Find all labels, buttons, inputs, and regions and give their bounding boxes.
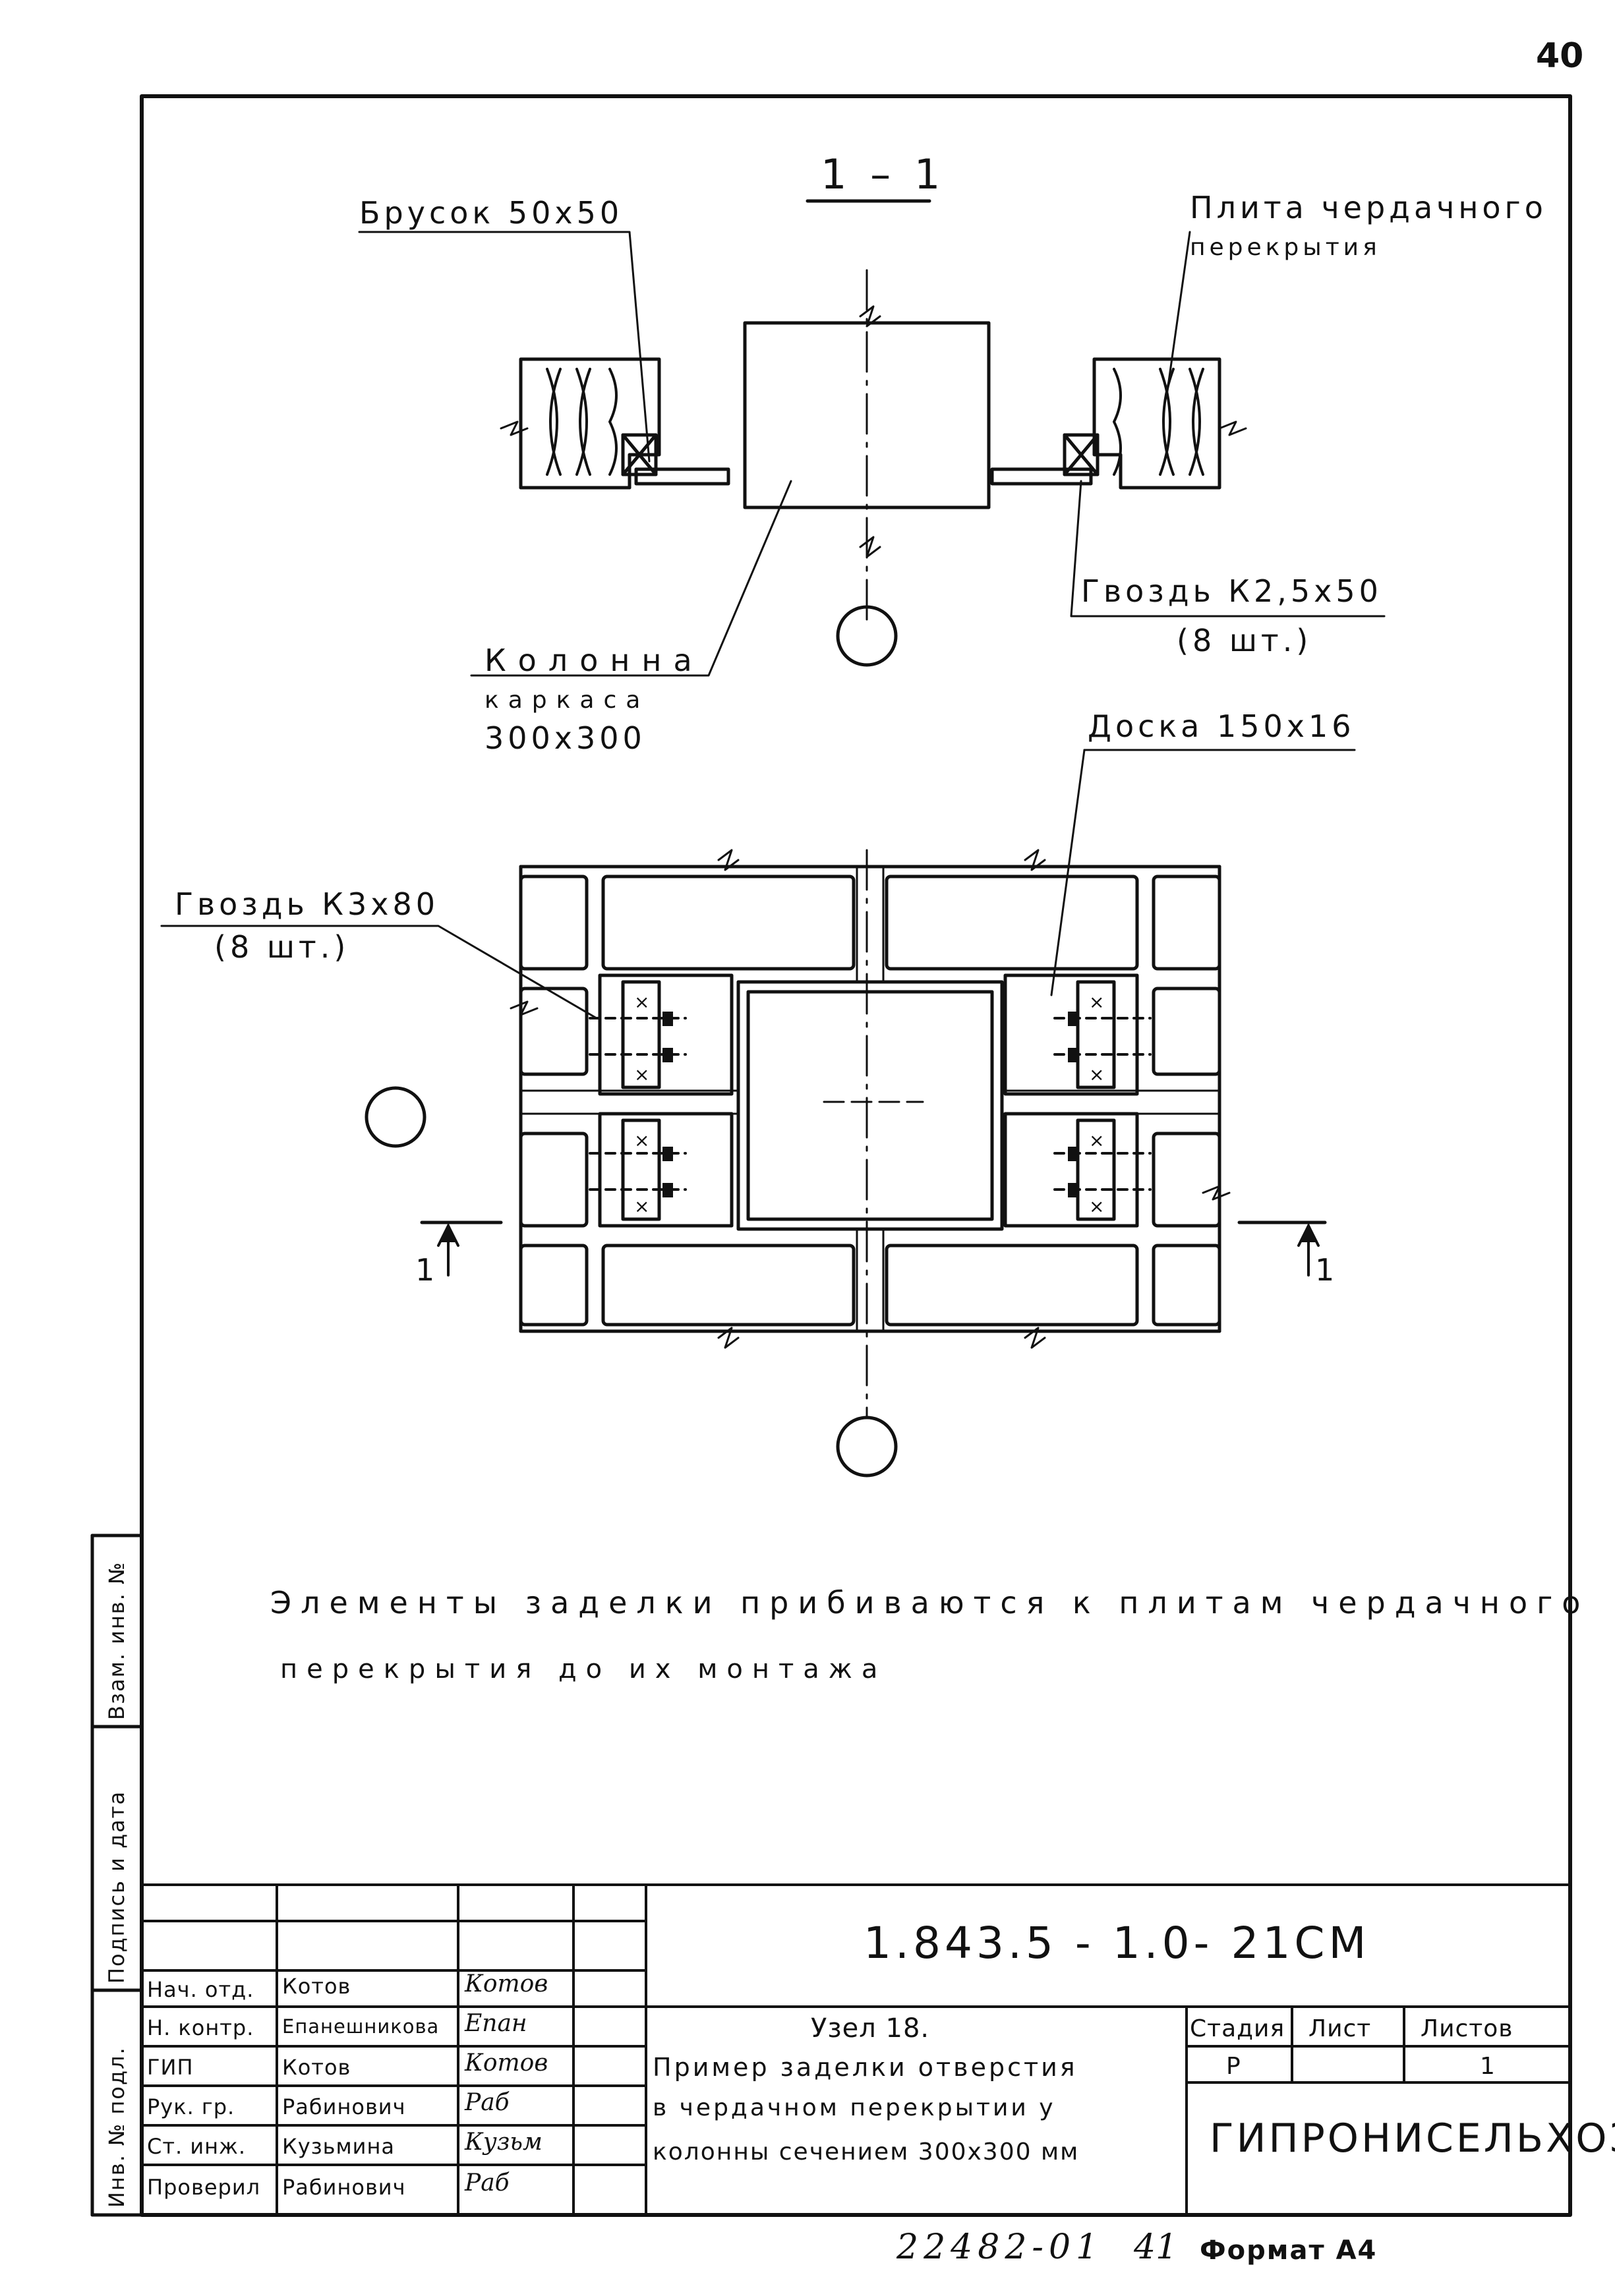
label-doska: Доска 150х16 — [1088, 708, 1355, 744]
archive-number: 22482-01 — [896, 2227, 1103, 2267]
nail-heads — [662, 1012, 1078, 1197]
side-stamp-podpis-data: Подпись и дата — [104, 1790, 129, 1984]
role-2: Н. контр. — [147, 2015, 254, 2040]
label-kolonna-line3: 300х300 — [484, 720, 646, 756]
sheets-header: Листов — [1421, 2015, 1513, 2042]
svg-text:×: × — [1089, 991, 1104, 1013]
signature-1: Котов — [465, 1970, 548, 1997]
side-stamp-vzam-inv: Взам. инв. № — [104, 1561, 129, 1720]
name-1: Котов — [282, 1974, 351, 1999]
signature-5: Кузьм — [465, 2129, 543, 2156]
svg-text:×: × — [634, 1130, 649, 1151]
label-kolonna-line1: Колонна — [484, 643, 704, 678]
drawing-frame — [140, 94, 1572, 2217]
doc-code: 1.843.5 - 1.0- 21СМ — [864, 1918, 1370, 1968]
nail-marks: × × × × × × × × — [634, 991, 1104, 1217]
plan-view — [160, 749, 1327, 1478]
role-5: Ст. инж. — [147, 2134, 247, 2159]
name-5: Кузьмина — [282, 2134, 395, 2159]
title-line4: колонны сечением 300х300 мм — [653, 2138, 1080, 2166]
opening — [736, 980, 1004, 1231]
sheet-mark: 41 — [1134, 2227, 1178, 2267]
axis-marker-left — [365, 1086, 426, 1148]
signature-3: Котов — [465, 2050, 548, 2077]
svg-text:×: × — [634, 1195, 649, 1217]
side-stamp-inv-podl: Инв. № подл. — [104, 2046, 129, 2208]
name-3: Котов — [282, 2055, 351, 2080]
label-plita-line2: перекрытия — [1190, 234, 1381, 261]
name-2: Епанешникова — [282, 2015, 440, 2038]
title-line2: Пример заделки отверстия — [653, 2053, 1078, 2082]
label-gvozd-plan: Гвоздь К3х80 — [175, 886, 439, 922]
sheet-header: Лист — [1308, 2015, 1372, 2042]
sheets-value: 1 — [1480, 2053, 1496, 2080]
stage-value: Р — [1226, 2053, 1241, 2080]
section-arrow-right — [1300, 1222, 1317, 1242]
section-label-right: 1 — [1315, 1252, 1339, 1288]
label-gvozd-top-qty: (8 шт.) — [1177, 623, 1312, 658]
label-gvozd-plan-qty: (8 шт.) — [214, 929, 350, 965]
note-line2: перекрытия до их монтажа — [280, 1654, 887, 1684]
side-stamp-frame — [90, 1534, 144, 2217]
page-number: 40 — [1536, 36, 1584, 76]
signature-4: Раб — [465, 2089, 510, 2116]
svg-text:×: × — [1089, 1195, 1104, 1217]
organization: ГИПРОНИСЕЛЬХОЗ — [1210, 2115, 1615, 2162]
signature-6: Раб — [465, 2169, 510, 2196]
role-6: Проверил — [147, 2175, 261, 2200]
signature-2: Епан — [465, 2010, 527, 2037]
label-kolonna-line2: каркаса — [484, 687, 650, 714]
title-line3: в чердачном перекрытии у — [653, 2094, 1056, 2121]
role-1: Нач. отд. — [147, 1977, 254, 2002]
stage-header: Стадия — [1190, 2015, 1285, 2042]
section-view — [358, 199, 1386, 751]
svg-text:×: × — [1089, 1130, 1104, 1151]
name-4: Рабинович — [282, 2094, 406, 2119]
section-arrow-left — [440, 1222, 457, 1242]
column-plan — [746, 990, 994, 1221]
svg-text:×: × — [634, 1064, 649, 1085]
name-6: Рабинович — [282, 2175, 406, 2200]
note-line1: Элементы заделки прибиваются к плитам че… — [270, 1585, 1590, 1621]
section-mark: 1 – 1 — [821, 150, 946, 198]
label-plita-line1: Плита чердачного — [1190, 190, 1547, 225]
role-3: ГИП — [147, 2055, 194, 2080]
label-gvozd-top: Гвоздь К2,5х50 — [1081, 573, 1382, 609]
svg-text:×: × — [634, 991, 649, 1013]
axis-marker-bottom — [836, 1416, 898, 1478]
axis-marker-top — [836, 605, 898, 667]
label-brusok: Брусок 50х50 — [359, 195, 624, 231]
title-block-grid — [140, 1883, 1571, 2216]
svg-text:×: × — [1089, 1064, 1104, 1085]
title-line1: Узел 18. — [811, 2013, 930, 2044]
format-label: Формат А4 — [1200, 2235, 1378, 2266]
section-label-left: 1 — [415, 1252, 439, 1288]
role-4: Рук. гр. — [147, 2094, 235, 2119]
